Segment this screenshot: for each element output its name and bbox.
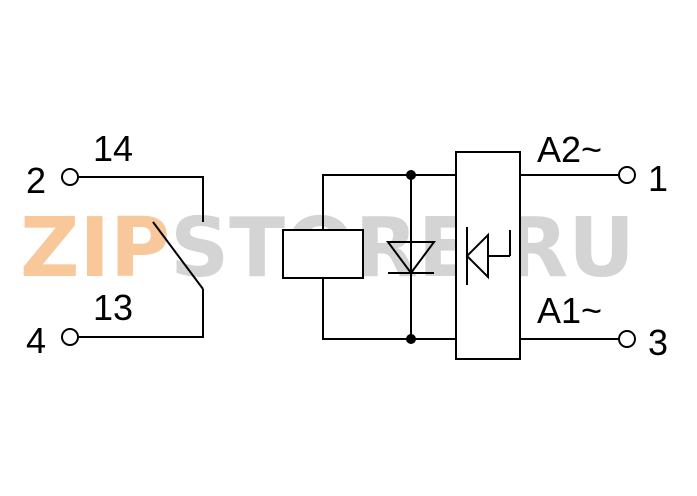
contact-upper-wire xyxy=(78,176,204,222)
terminal-number-3: 3 xyxy=(648,322,668,363)
rectifier-block xyxy=(455,151,521,360)
terminal-circle-icon xyxy=(61,168,79,186)
terminal-number-4: 4 xyxy=(26,320,46,361)
normally-open-switch-icon xyxy=(78,176,204,338)
terminal-label-a1: A1~ xyxy=(537,290,602,331)
contact-label-13: 13 xyxy=(93,287,133,328)
switch-blade xyxy=(152,221,204,290)
relay-coil-icon xyxy=(282,229,364,279)
contact-label-14: 14 xyxy=(93,128,133,169)
terminal-label-a2: A2~ xyxy=(537,129,602,170)
watermark-text: ZIPSTORE.RU xyxy=(20,201,635,296)
terminal-circle-icon xyxy=(618,330,636,348)
terminal-number-1: 1 xyxy=(648,158,668,199)
diode-icon xyxy=(386,241,436,275)
right-terminals: A2~ 1 A1~ 3 xyxy=(520,129,668,363)
terminal-circle-icon xyxy=(61,328,79,346)
coil-diode-section xyxy=(282,170,456,344)
junction-dot-top xyxy=(406,170,416,180)
watermark-accent-text: ZIP xyxy=(20,201,170,296)
terminal-number-2: 2 xyxy=(26,160,46,201)
terminal-circle-icon xyxy=(618,166,636,184)
junction-dot-bottom xyxy=(406,334,416,344)
watermark: ZIPSTORE.RU xyxy=(20,201,635,296)
contact-lower-wire xyxy=(78,289,204,338)
watermark-rest-text: STORE.RU xyxy=(170,201,635,296)
